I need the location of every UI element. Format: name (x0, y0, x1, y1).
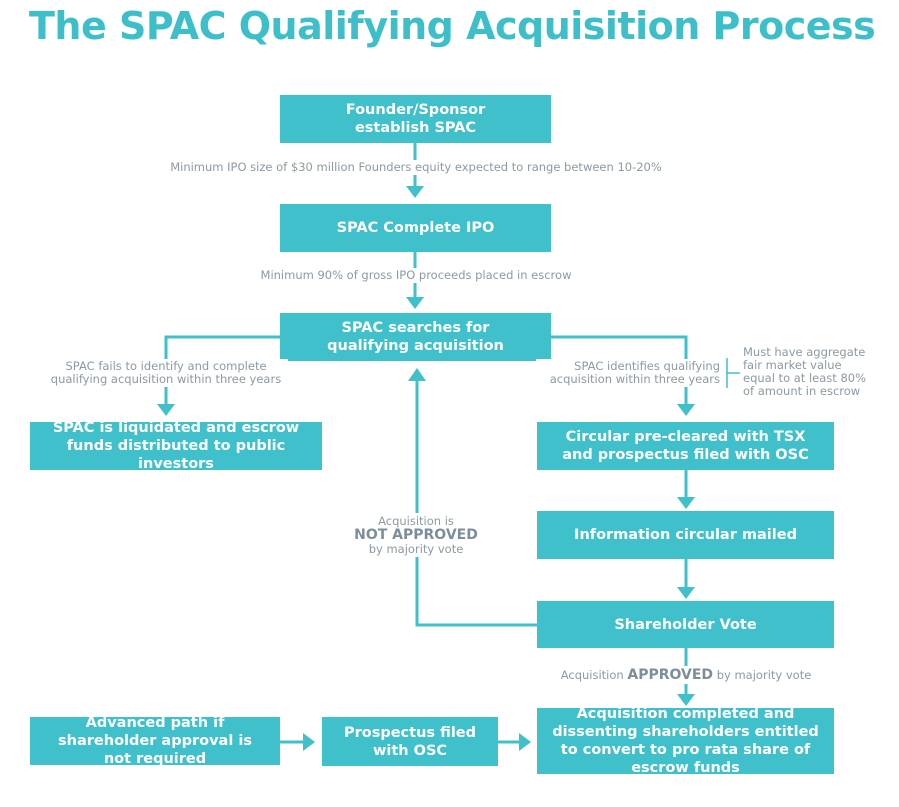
note-line1: Must have aggregate (743, 345, 866, 359)
label-fails: SPAC fails to identify and complete qual… (44, 359, 288, 387)
label-identifies-line1: SPAC identifies qualifying (574, 359, 720, 373)
node-prospectus-filed-label: Prospectus filed with OSC (343, 724, 477, 759)
note-line2: fair market value (743, 358, 842, 372)
label-not-approved-strong: NOT APPROVED (354, 527, 478, 543)
node-founder-label: Founder/Sponsor establish SPAC (345, 102, 486, 136)
label-founder-to-ipo: Minimum IPO size of $30 million Founders… (160, 160, 672, 175)
node-info-circular: Information circular mailed (537, 511, 834, 559)
arrowhead-prospectus-completed (519, 733, 531, 751)
node-advanced-path-label: Advanced path if shareholder approval is… (58, 715, 252, 767)
node-ipo: SPAC Complete IPO (280, 204, 551, 252)
node-prospectus-filed: Prospectus filed with OSC (322, 717, 498, 766)
arrowhead-info-vote (677, 587, 695, 599)
label-not-approved-pre: Acquisition is (378, 514, 454, 528)
note-fair-market-value: Must have aggregate fair market value eq… (743, 346, 883, 398)
arrowhead-founder-ipo (406, 186, 424, 198)
node-circular-precleared: Circular pre-cleared with TSX and prospe… (537, 422, 834, 470)
arrowhead-vote-completed (677, 694, 695, 706)
node-circular-precleared-label: Circular pre-cleared with TSX and prospe… (562, 429, 809, 463)
label-approved-post: by majority vote (716, 668, 812, 682)
label-identifies: SPAC identifies qualifying acquisition w… (536, 359, 720, 387)
label-fails-line2: qualifying acquisition within three year… (50, 372, 282, 386)
arrowhead-advanced-prospectus (303, 733, 315, 751)
label-identifies-line2: acquisition within three years (549, 372, 720, 386)
label-approved-pre: Acquisition (560, 668, 624, 682)
label-founder-to-ipo-text: Minimum IPO size of $30 million Founders… (170, 160, 662, 174)
node-search: SPAC searches for qualifying acquisition (280, 313, 551, 361)
node-acquisition-completed-label: Acquisition completed and dissenting sha… (552, 706, 819, 776)
arrowhead-vote-search (408, 368, 426, 381)
arrowhead-circular-info (677, 497, 695, 509)
node-shareholder-vote-label: Shareholder Vote (614, 616, 757, 633)
node-info-circular-label: Information circular mailed (574, 527, 797, 543)
label-not-approved-post: by majority vote (368, 542, 464, 556)
label-approved-strong: APPROVED (627, 667, 714, 683)
node-liquidated: SPAC is liquidated and escrow funds dist… (30, 420, 322, 472)
label-approved: Acquisition APPROVED by majority vote (555, 666, 817, 684)
node-shareholder-vote: Shareholder Vote (537, 601, 834, 648)
note-line4: of amount in escrow (743, 384, 861, 398)
label-not-approved: Acquisition is NOT APPROVED by majority … (350, 513, 482, 557)
note-line3: equal to at least 80% (743, 371, 867, 385)
page-title: The SPAC Qualifying Acquisition Process (29, 4, 876, 48)
node-liquidated-label: SPAC is liquidated and escrow funds dist… (52, 420, 300, 472)
node-founder: Founder/Sponsor establish SPAC (280, 95, 551, 143)
label-ipo-to-search-text: Minimum 90% of gross IPO proceeds placed… (260, 268, 572, 282)
node-acquisition-completed: Acquisition completed and dissenting sha… (537, 706, 834, 776)
label-ipo-to-search: Minimum 90% of gross IPO proceeds placed… (250, 268, 582, 283)
node-advanced-path: Advanced path if shareholder approval is… (30, 715, 280, 767)
node-search-label: SPAC searches for qualifying acquisition (327, 320, 504, 354)
arrowhead-search-circular (677, 404, 695, 416)
arrowhead-ipo-search (406, 297, 424, 309)
node-ipo-label: SPAC Complete IPO (336, 220, 495, 236)
arrowhead-search-liquidated (157, 404, 175, 416)
connector-vote-search (415, 376, 537, 627)
label-fails-line1: SPAC fails to identify and complete (65, 359, 267, 373)
